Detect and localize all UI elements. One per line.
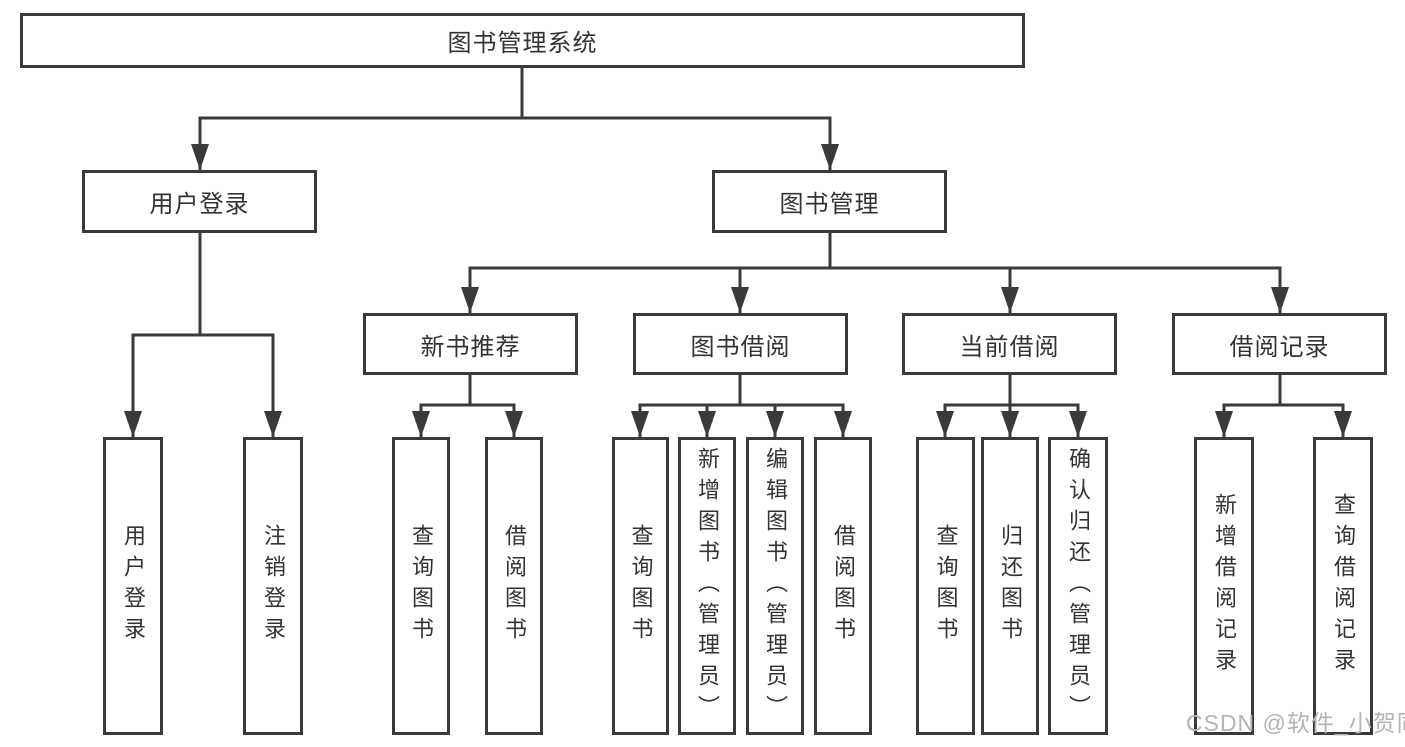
leaf-query-books: 查询图书 — [612, 437, 669, 735]
node-label: 查询借阅记录 — [1331, 493, 1356, 679]
arrowhead — [264, 411, 282, 437]
arrowhead — [1271, 287, 1289, 313]
node-label: 归还图书 — [998, 524, 1023, 648]
connector-line — [198, 66, 832, 172]
connector-line — [638, 373, 845, 439]
node-label: 查询图书 — [628, 524, 654, 648]
leaf-confirm-return-admin: 确认归还（管理员） — [1048, 437, 1108, 735]
connector-new-book-rec-to-leaves — [412, 373, 523, 439]
connector-line — [468, 231, 1282, 315]
arrowhead — [766, 411, 784, 437]
arrowhead — [1334, 411, 1352, 437]
node-label: 确认归还（管理员） — [1066, 446, 1091, 726]
leaf-query-books: 查询图书 — [916, 437, 975, 735]
leaf-edit-books-admin: 编辑图书（管理员） — [746, 437, 804, 735]
connector-current-borrow-to-leaves — [936, 373, 1087, 439]
node-label: 借阅记录 — [1229, 333, 1330, 361]
node-root-system: 图书管理系统 — [20, 13, 1025, 68]
node-label: 图书管理系统 — [447, 30, 598, 57]
leaf-query-borrow-record: 查询借阅记录 — [1313, 437, 1373, 735]
leaf-add-books-admin: 新增图书（管理员） — [678, 437, 736, 735]
node-user-login: 用户登录 — [82, 170, 317, 233]
node-label: 新增图书（管理员） — [695, 446, 720, 726]
node-current-borrow: 当前借阅 — [902, 313, 1117, 375]
node-label: 新增借阅记录 — [1212, 493, 1237, 679]
arrowhead — [461, 287, 479, 313]
arrowhead — [1001, 287, 1019, 313]
node-label: 用户登录 — [121, 524, 146, 648]
connector-root-to-level2 — [191, 66, 839, 172]
connector-borrow-records-to-leaves — [1215, 373, 1352, 439]
leaf-borrow-books: 借阅图书 — [485, 437, 543, 735]
leaf-user-login: 用户登录 — [103, 437, 163, 735]
node-label: 查询图书 — [933, 524, 959, 648]
node-book-borrow: 图书借阅 — [633, 313, 848, 375]
leaf-borrow-books: 借阅图书 — [814, 437, 872, 735]
leaf-add-borrow-record: 新增借阅记录 — [1194, 437, 1254, 735]
arrowhead — [1069, 411, 1087, 437]
node-new-book-recommend: 新书推荐 — [363, 313, 578, 375]
node-borrow-records: 借阅记录 — [1172, 313, 1387, 375]
arrowhead — [505, 411, 523, 437]
node-label: 借阅图书 — [831, 524, 856, 648]
leaf-query-books: 查询图书 — [392, 437, 450, 735]
csdn-watermark: CSDN @软件_小贺同学 — [1186, 710, 1405, 736]
arrowhead — [834, 411, 852, 437]
connector-line — [419, 373, 516, 439]
arrowhead — [821, 144, 839, 170]
leaf-logout: 注销登录 — [243, 437, 303, 735]
arrowhead — [631, 411, 649, 437]
connector-book-borrow-to-leaves — [631, 373, 852, 439]
node-label: 新书推荐 — [420, 333, 521, 361]
arrowhead — [936, 411, 954, 437]
connector-line — [1222, 373, 1345, 439]
arrowhead — [124, 411, 142, 437]
node-book-management: 图书管理 — [712, 170, 947, 233]
arrowhead — [1215, 411, 1233, 437]
arrowhead — [698, 411, 716, 437]
connector-line — [131, 231, 275, 439]
node-label: 注销登录 — [261, 524, 286, 648]
node-label: 用户登录 — [149, 191, 250, 218]
node-label: 借阅图书 — [502, 524, 527, 648]
leaf-return-books: 归还图书 — [981, 437, 1039, 735]
node-label: 当前借阅 — [959, 333, 1060, 361]
arrowhead — [1001, 411, 1019, 437]
node-label: 图书管理 — [779, 191, 880, 218]
node-label: 图书借阅 — [690, 333, 791, 361]
node-label: 查询图书 — [409, 524, 434, 648]
arrowhead — [731, 287, 749, 313]
node-label: 编辑图书（管理员） — [763, 446, 788, 726]
connector-user-login-to-leaves — [124, 231, 282, 439]
connector-book-mgmt-to-level3 — [461, 231, 1289, 315]
arrowhead — [412, 411, 430, 437]
arrowhead — [191, 144, 209, 170]
